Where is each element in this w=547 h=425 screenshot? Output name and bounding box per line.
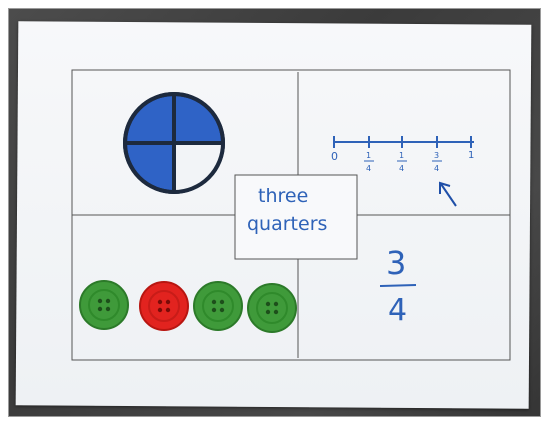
word-card-line2: quarters	[247, 213, 327, 235]
fraction-bar	[380, 285, 416, 286]
red-button	[140, 282, 188, 330]
tick-label-1-numerator: 1	[366, 151, 371, 160]
button-set	[80, 281, 296, 332]
tick-label-0: 0	[331, 150, 338, 163]
tick-label-3-denominator: 4	[434, 164, 439, 173]
arrow-icon	[440, 183, 456, 206]
green-button-2	[194, 282, 242, 330]
tick-label-2-numerator: 1	[399, 151, 404, 160]
fraction-denominator: 4	[388, 293, 407, 328]
tick-label-2-denominator: 4	[399, 164, 404, 173]
green-button-3	[248, 284, 296, 332]
word-card: three quarters	[235, 175, 357, 259]
fraction-display: 3 4	[380, 244, 416, 328]
tick-label-4: 1	[468, 150, 474, 161]
fraction-numerator: 3	[386, 244, 406, 282]
fraction-circle	[125, 94, 223, 192]
tick-label-1-denominator: 4	[366, 164, 371, 173]
tick-label-3-numerator: 3	[434, 151, 439, 160]
word-card-line1: three	[258, 185, 308, 207]
green-button-1	[80, 281, 128, 329]
